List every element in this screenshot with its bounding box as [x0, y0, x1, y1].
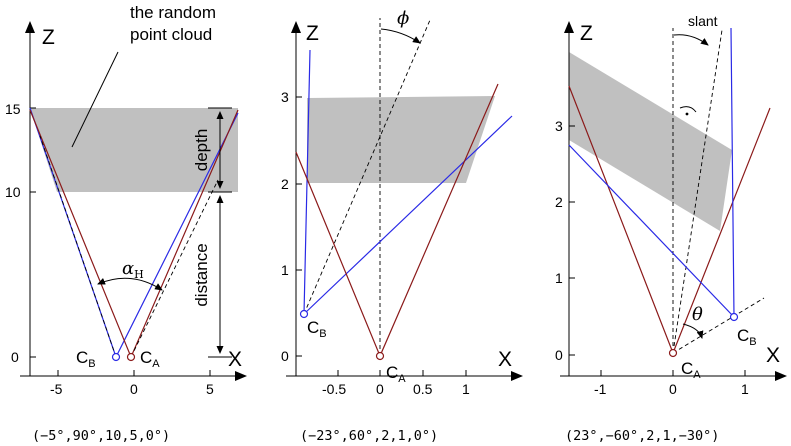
slant-label: slant [688, 13, 718, 29]
x-tick-label: -1 [594, 381, 607, 397]
point-cloud-label-line1: the random [130, 3, 216, 22]
camera-a-dashed-ray [130, 179, 219, 358]
x-tick-label: 1 [741, 381, 749, 397]
point-cloud-label-line2: point cloud [130, 25, 212, 44]
camera-b-label: CB [307, 318, 327, 340]
z-tick-label: 10 [5, 184, 21, 200]
camera-b-marker [111, 352, 121, 362]
z-tick-label: 0 [555, 347, 563, 363]
right-angle-marker [679, 106, 697, 113]
x-axis-label: X [766, 344, 780, 367]
phi-arc [380, 28, 421, 44]
z-tick-label: 0 [11, 349, 19, 365]
point-cloud-band [569, 52, 732, 231]
z-tick-label: 1 [281, 262, 289, 278]
camera-a-label: CA [681, 359, 701, 381]
x-axis-label: X [498, 348, 512, 371]
panel-caption: (−5°,90°,10,5,0°) [32, 428, 170, 444]
x-tick-label: 0 [376, 381, 384, 397]
camera-b-label: CB [737, 326, 757, 348]
x-tick-label: 0 [669, 381, 677, 397]
depth-label: depth [192, 129, 211, 172]
camera-b-marker [729, 312, 739, 322]
x-tick-label: 1 [462, 381, 470, 397]
camera-a-label: CA [386, 363, 406, 385]
x-axis-label: X [228, 348, 242, 371]
z-tick-label: 2 [281, 176, 289, 192]
camera-a-marker [126, 352, 136, 362]
camera-a-marker [668, 348, 678, 358]
z-tick-label: 0 [281, 348, 289, 364]
slant-arc [673, 34, 709, 46]
x-tick-label: 0 [130, 381, 138, 397]
x-tick-label: -5 [50, 381, 63, 397]
fov-angle-label: αH [122, 258, 144, 281]
point-cloud-band [307, 96, 495, 183]
panel-3: Z X 3 2 1 0 -1 0 1 CB CA slant θ (23°,−6… [555, 13, 787, 444]
optical-axis [303, 19, 431, 315]
point-cloud-band [30, 108, 238, 192]
z-tick-label: 1 [555, 270, 563, 286]
distance-label: distance [192, 243, 211, 306]
z-tick-label: 15 [5, 101, 21, 117]
theta-angle-label: θ [692, 304, 703, 325]
camera-b-label: CB [76, 348, 96, 370]
camera-a-dashed-ray [39, 135, 117, 358]
camera-a-label: CA [140, 348, 160, 370]
panel-2: Z X 3 2 1 0 -0.5 0 0.5 1 CB CA ϕ (−23°,6… [281, 8, 523, 444]
panel-1: Z X 15 10 0 -5 0 5 CB CA αH the random p… [5, 3, 247, 444]
theta-arc [682, 323, 704, 339]
z-axis-label: Z [306, 22, 319, 45]
right-angle-dot [685, 112, 689, 116]
panel-caption: (23°,−60°,2,1,−30°) [565, 428, 719, 444]
x-tick-label: -0.5 [322, 381, 346, 397]
camera-b-marker [299, 309, 309, 319]
camera-a-marker [375, 351, 385, 361]
z-axis-label: Z [42, 26, 55, 49]
z-axis-label: Z [580, 22, 593, 45]
z-tick-label: 3 [281, 89, 289, 105]
rotation-reference-line [672, 297, 765, 354]
z-tick-label: 3 [555, 118, 563, 134]
z-tick-label: 2 [555, 194, 563, 210]
optical-axis [672, 29, 723, 354]
x-tick-label: 5 [206, 381, 214, 397]
fov-arc [97, 277, 163, 291]
phi-angle-label: ϕ [397, 8, 409, 29]
panel-caption: (−23°,60°,2,1,0°) [300, 428, 438, 444]
point-cloud-pointer [71, 51, 119, 148]
x-tick-label: 0.5 [413, 381, 433, 397]
